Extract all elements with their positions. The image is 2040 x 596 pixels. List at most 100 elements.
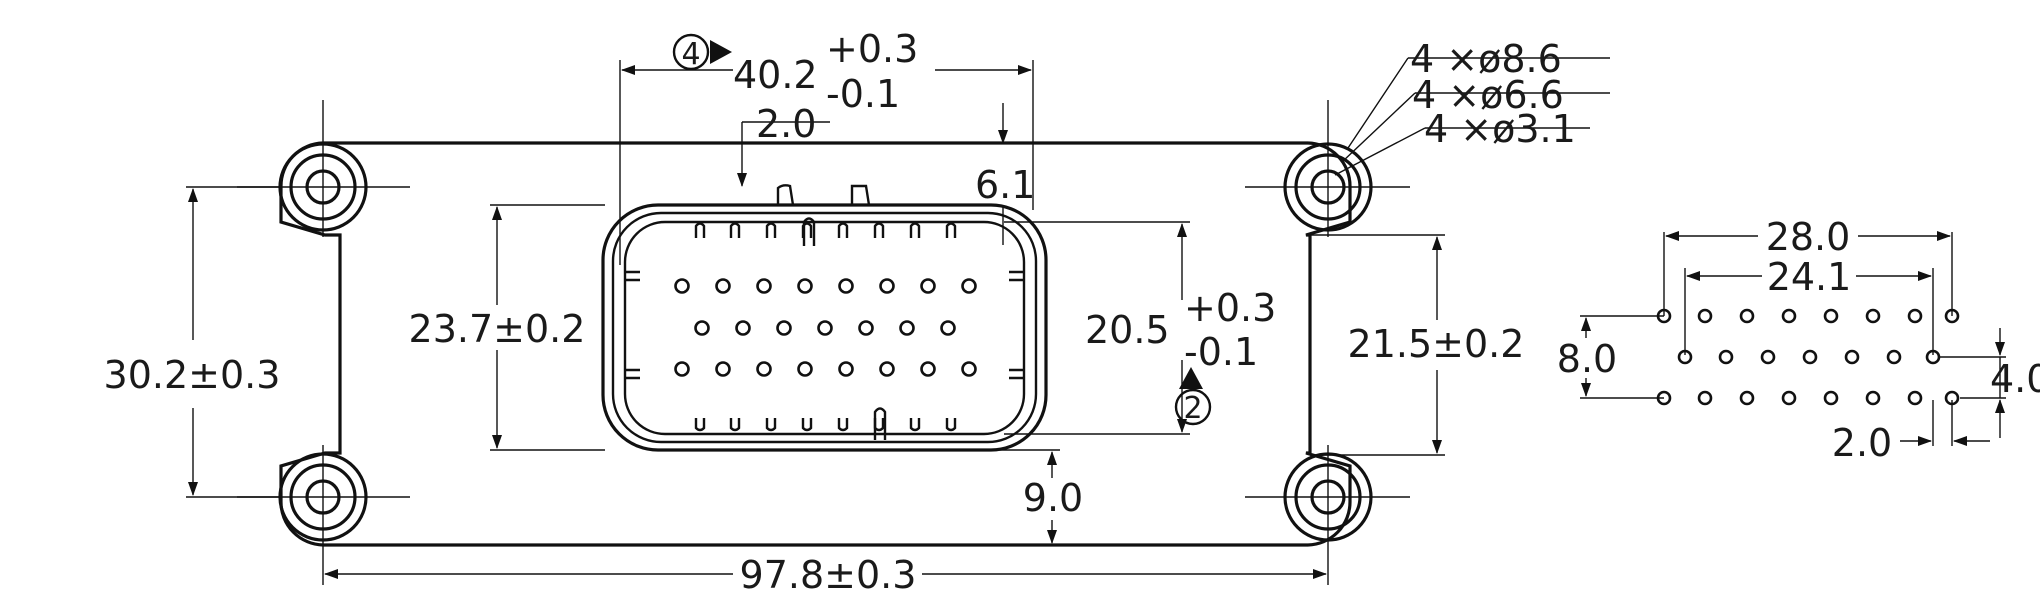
flange-height-label: 21.5±0.2 <box>1348 322 1525 366</box>
terminal-top <box>765 222 777 238</box>
housing-height-label: 23.7±0.2 <box>409 307 586 351</box>
key-offset-label: 2.0 <box>756 102 816 146</box>
housing-terminals <box>694 217 957 440</box>
housing-pin <box>674 361 690 377</box>
layout-pin <box>1886 349 1902 365</box>
housing-pin <box>899 320 915 336</box>
layout-pin <box>1739 308 1755 324</box>
datum-4-label: 4 <box>681 37 700 72</box>
dim-outer-width: 28.0 <box>1663 215 1953 316</box>
terminal-top <box>729 222 741 238</box>
layout-pin <box>1718 349 1734 365</box>
dim-hole-spacing: 30.2±0.3 <box>104 186 282 498</box>
layout-pin <box>1697 308 1713 324</box>
dim-housing-height: 23.7±0.2 <box>409 204 605 451</box>
wall-depth-label: 6.1 <box>975 163 1035 207</box>
row-pitch-label: 4.0 <box>1990 357 2040 401</box>
housing-pin <box>694 320 710 336</box>
front-view: 97.8±0.3 30.2±0.3 23.7±0.2 40.2 +0.3 - <box>104 27 1610 596</box>
dim-flange-height: 21.5±0.2 <box>1310 234 1525 456</box>
terminal-bottom-long <box>873 407 887 440</box>
layout-pin <box>1865 390 1881 406</box>
layout-pin <box>1781 390 1797 406</box>
dim-overall-width: 97.8±0.3 <box>322 553 1329 596</box>
datum-2-label: 2 <box>1183 391 1202 426</box>
housing-pin <box>920 361 936 377</box>
opening-width-label: 40.2 <box>733 53 818 97</box>
pin-pitch-label: 2.0 <box>1832 421 1892 465</box>
dim-wall-depth: 6.1 <box>975 163 1035 245</box>
terminal-bottom <box>945 418 957 432</box>
dim-key-offset: 2.0 <box>737 102 830 187</box>
housing-pin <box>838 278 854 294</box>
layout-pin <box>1781 308 1797 324</box>
housing-pin <box>879 361 895 377</box>
housing-pin <box>838 361 854 377</box>
dim-inner-width: 24.1 <box>1684 255 1934 355</box>
hole-spacing-label: 30.2±0.3 <box>104 353 281 397</box>
terminal-top <box>909 222 921 238</box>
housing-pin <box>776 320 792 336</box>
housing-pin <box>715 278 731 294</box>
dim-row-pitch: 4.0 <box>1940 328 2040 438</box>
layout-pin <box>1802 349 1818 365</box>
layout-pin <box>1697 390 1713 406</box>
housing-pin <box>879 278 895 294</box>
pin-layout-view: 28.0 24.1 8.0 4.0 <box>1557 215 2040 465</box>
outer-width-label: 28.0 <box>1766 215 1851 259</box>
layout-pin <box>1823 308 1839 324</box>
layout-pin <box>1907 390 1923 406</box>
housing-pin <box>961 278 977 294</box>
housing-pin-grid <box>674 278 977 377</box>
terminal-bottom <box>694 418 706 432</box>
terminal-bottom <box>801 418 813 432</box>
housing-pin <box>797 361 813 377</box>
housing-pin <box>797 278 813 294</box>
layout-pin <box>1760 349 1776 365</box>
housing-pin <box>735 320 751 336</box>
opening-width-tol-lower: -0.1 <box>826 72 900 116</box>
housing-pin <box>674 278 690 294</box>
opening-height-label: 20.5 <box>1085 308 1170 352</box>
opening-height-tol-upper: +0.3 <box>1184 286 1276 330</box>
housing-pin <box>756 278 772 294</box>
bottom-offset-label: 9.0 <box>1023 476 1083 520</box>
housing-pin <box>940 320 956 336</box>
terminal-bottom <box>837 418 849 432</box>
dim-row-span: 8.0 <box>1557 315 1664 399</box>
opening-height-tol-lower: -0.1 <box>1184 330 1258 374</box>
terminal-top <box>837 222 849 238</box>
hole-callout-2: 4 ×ø6.6 <box>1412 73 1564 117</box>
housing-pin <box>961 361 977 377</box>
hole-callouts: 4 ×ø8.6 4 ×ø6.6 4 ×ø3.1 <box>1334 37 1610 176</box>
layout-pin-grid <box>1656 308 1960 406</box>
housing-pin <box>817 320 833 336</box>
terminal-bottom <box>909 418 921 432</box>
terminal-bottom <box>765 418 777 432</box>
hole-callout-1: 4 ×ø8.6 <box>1410 37 1562 81</box>
opening-width-tol-upper: +0.3 <box>826 27 918 71</box>
layout-pin <box>1865 308 1881 324</box>
housing-pin <box>858 320 874 336</box>
overall-width-label: 97.8±0.3 <box>740 553 917 596</box>
housing-pin <box>756 361 772 377</box>
layout-pin <box>1844 349 1860 365</box>
terminal-top <box>694 222 706 238</box>
hole-callout-3: 4 ×ø3.1 <box>1424 107 1576 151</box>
terminal-top-long <box>802 217 816 246</box>
connector-housing <box>601 184 1048 452</box>
dim-opening-width: 40.2 +0.3 -0.1 4 <box>619 27 1034 265</box>
layout-pin <box>1739 390 1755 406</box>
inner-width-label: 24.1 <box>1767 255 1852 299</box>
layout-pin <box>1823 390 1839 406</box>
housing-pin <box>715 361 731 377</box>
dim-opening-height: 20.5 +0.3 -0.1 2 <box>1004 221 1276 435</box>
housing-pin <box>920 278 936 294</box>
row-span-label: 8.0 <box>1557 337 1617 381</box>
terminal-top <box>873 222 885 238</box>
dim-bottom-offset: 9.0 <box>950 449 1083 544</box>
layout-pin <box>1907 308 1923 324</box>
terminal-top <box>945 222 957 238</box>
dim-pin-pitch: 2.0 <box>1832 400 1990 465</box>
